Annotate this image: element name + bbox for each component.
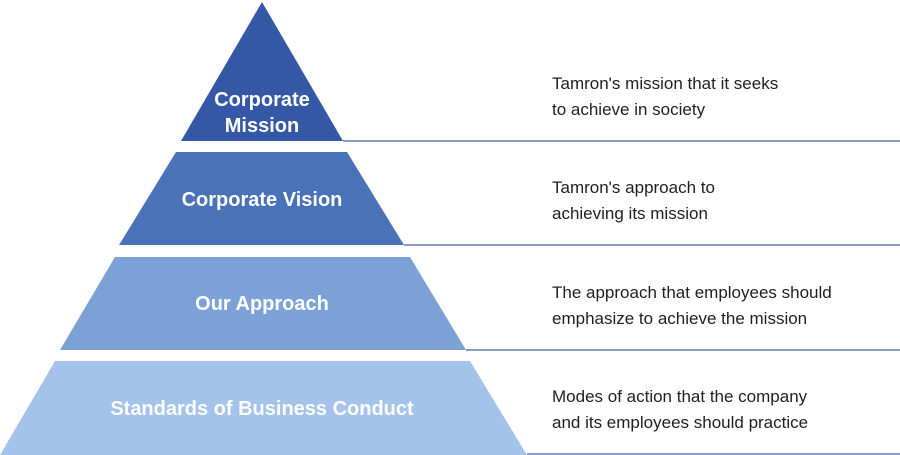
tier-our-approach-label: Our Approach <box>195 293 329 315</box>
tier-corporate-vision-label: Corporate Vision <box>182 189 343 211</box>
description-line: The approach that employees should <box>552 283 832 302</box>
description-line: emphasize to achieve the mission <box>552 309 808 328</box>
tier-standards-shape <box>0 361 527 455</box>
tier-standards-label: Standards of Business Conduct <box>110 398 414 420</box>
description-line: Tamron's approach to <box>552 178 715 197</box>
tier-corporate-mission-label-line-1: Corporate <box>214 89 310 111</box>
tier-corporate-mission-shape <box>181 2 343 141</box>
tier-our-approach-description: The approach that employees should empha… <box>552 280 897 332</box>
description-line: and its employees should practice <box>552 413 809 432</box>
description-line: Modes of action that the company <box>552 387 808 406</box>
description-line: to achieve in society <box>552 100 706 119</box>
tier-corporate-mission-description: Tamron's mission that it seeks to achiev… <box>552 71 897 123</box>
tier-corporate-vision-description: Tamron's approach to achieving its missi… <box>552 175 897 227</box>
description-line: achieving its mission <box>552 204 708 223</box>
tier-standards-description: Modes of action that the company and its… <box>552 384 897 436</box>
description-line: Tamron's mission that it seeks <box>552 74 779 93</box>
tier-our-approach-shape <box>60 257 466 350</box>
tier-corporate-mission-label-line-2: Mission <box>225 115 299 137</box>
tier-corporate-vision-shape <box>119 152 404 245</box>
